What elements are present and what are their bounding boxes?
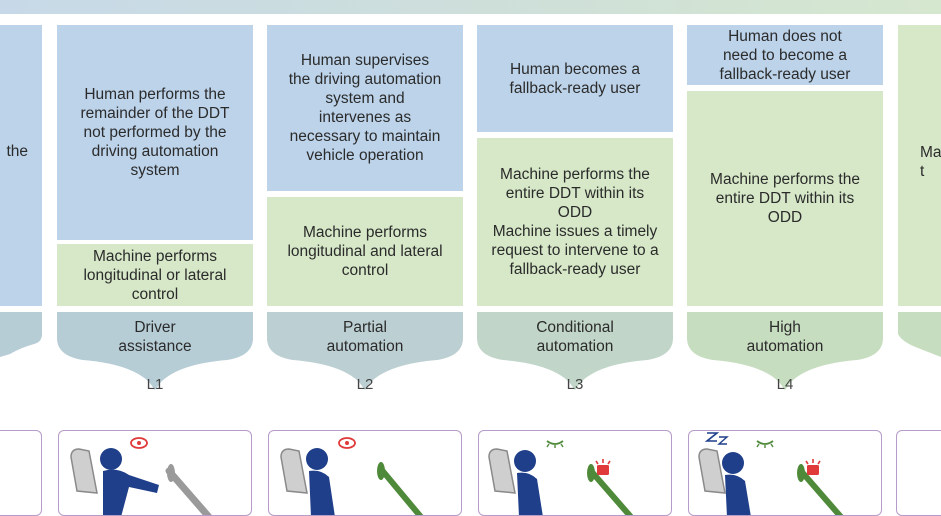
- alert-light-icon: [805, 459, 821, 475]
- human-role-box: Human performs the remainder of the DDT …: [57, 25, 253, 240]
- driver-illustration-l4: [688, 430, 882, 516]
- level-name-tab: Driver assistance: [57, 312, 253, 390]
- edge-right-icon-box: [896, 430, 941, 516]
- machine-role-line: request to intervene to a: [491, 242, 659, 259]
- edge-right-text: Ma t: [920, 143, 941, 181]
- machine-role-line: fallback-ready user: [509, 261, 641, 278]
- human-role-line: fallback-ready user: [719, 65, 851, 83]
- level-label: L2: [356, 376, 374, 393]
- machine-role-line: ODD: [767, 209, 803, 226]
- edge-left-icon-box: [0, 430, 42, 516]
- level-name-line: automation: [326, 338, 404, 355]
- human-role-line: Human performs the: [84, 86, 226, 103]
- human-role-box: Human becomes a fallback-ready user: [477, 25, 673, 132]
- top-header-band: [0, 0, 941, 14]
- level-name-tab: Partial automation: [267, 312, 463, 390]
- level-name-tab: Conditional automation: [477, 312, 673, 390]
- driver-illustration-l2: [268, 430, 462, 516]
- eye-closed-icon: [756, 440, 774, 448]
- level-label: L4: [776, 376, 794, 393]
- level-label: L1: [146, 376, 164, 393]
- machine-role-line: Machine performs the: [500, 166, 650, 183]
- human-role-box: Human does not need to become a fallback…: [687, 25, 883, 85]
- edge-left-human-box: [0, 25, 42, 306]
- sleeping-icon: [704, 432, 729, 445]
- edge-right-line: t: [920, 163, 925, 180]
- alert-light-icon: [595, 459, 611, 475]
- human-role-line: Human becomes a: [509, 60, 641, 78]
- level-name-line: Driver: [134, 319, 176, 336]
- edge-right-line: Ma: [920, 144, 941, 161]
- human-role-line: driving automation: [91, 143, 219, 160]
- machine-role-line: Machine performs: [92, 247, 218, 265]
- human-role-line: Human does not: [728, 27, 842, 45]
- human-role-line: vehicle operation: [306, 147, 424, 164]
- level-name-line: Conditional: [536, 319, 614, 336]
- machine-role-line: entire DDT within its: [505, 185, 645, 202]
- machine-role-line: Machine issues a timely: [492, 223, 658, 240]
- machine-role-line: control: [131, 285, 179, 303]
- level-name-line: assistance: [118, 338, 192, 355]
- human-role-line: necessary to maintain: [289, 128, 441, 145]
- eye-open-icon: [130, 437, 148, 449]
- human-role-line: not performed by the: [83, 124, 227, 141]
- driver-illustration-l1: [58, 430, 252, 516]
- machine-role-box: Machine performs longitudinal and latera…: [267, 197, 463, 306]
- eye-closed-icon: [546, 440, 564, 448]
- human-role-line: system: [130, 162, 180, 179]
- eye-open-icon: [338, 437, 356, 449]
- edge-left-tab: [0, 312, 42, 357]
- edge-left-text: the: [6, 143, 28, 160]
- machine-role-line: ODD: [557, 204, 593, 221]
- machine-role-line: Machine performs the: [710, 171, 860, 188]
- machine-role-box: Machine performs longitudinal or lateral…: [57, 244, 253, 306]
- human-role-line: system and: [325, 90, 405, 107]
- machine-role-box: Machine performs the entire DDT within i…: [477, 138, 673, 306]
- machine-role-line: longitudinal or lateral: [83, 266, 227, 284]
- machine-role-line: Machine performs: [302, 224, 428, 241]
- human-role-line: intervenes as: [318, 109, 412, 126]
- machine-role-line: control: [341, 262, 389, 279]
- level-name-line: High: [769, 319, 801, 336]
- human-role-line: Human supervises: [300, 52, 430, 69]
- level-label: L3: [566, 376, 584, 393]
- level-name-line: automation: [746, 338, 824, 355]
- human-role-line: need to become a: [722, 46, 848, 64]
- level-name-line: Partial: [343, 319, 387, 336]
- human-role-line: remainder of the DDT: [80, 105, 230, 122]
- human-role-line: fallback-ready user: [509, 79, 641, 97]
- machine-role-line: longitudinal and lateral: [287, 243, 443, 260]
- machine-role-box: Machine performs the entire DDT within i…: [687, 91, 883, 306]
- edge-right-tab: [898, 312, 941, 357]
- level-name-line: automation: [536, 338, 614, 355]
- human-role-line: the driving automation: [288, 71, 442, 88]
- human-role-box: Human supervises the driving automation …: [267, 25, 463, 191]
- driver-illustration-l3: [478, 430, 672, 516]
- machine-role-line: entire DDT within its: [715, 190, 855, 207]
- level-name-tab: High automation: [687, 312, 883, 390]
- edge-right-machine-box: [898, 25, 941, 306]
